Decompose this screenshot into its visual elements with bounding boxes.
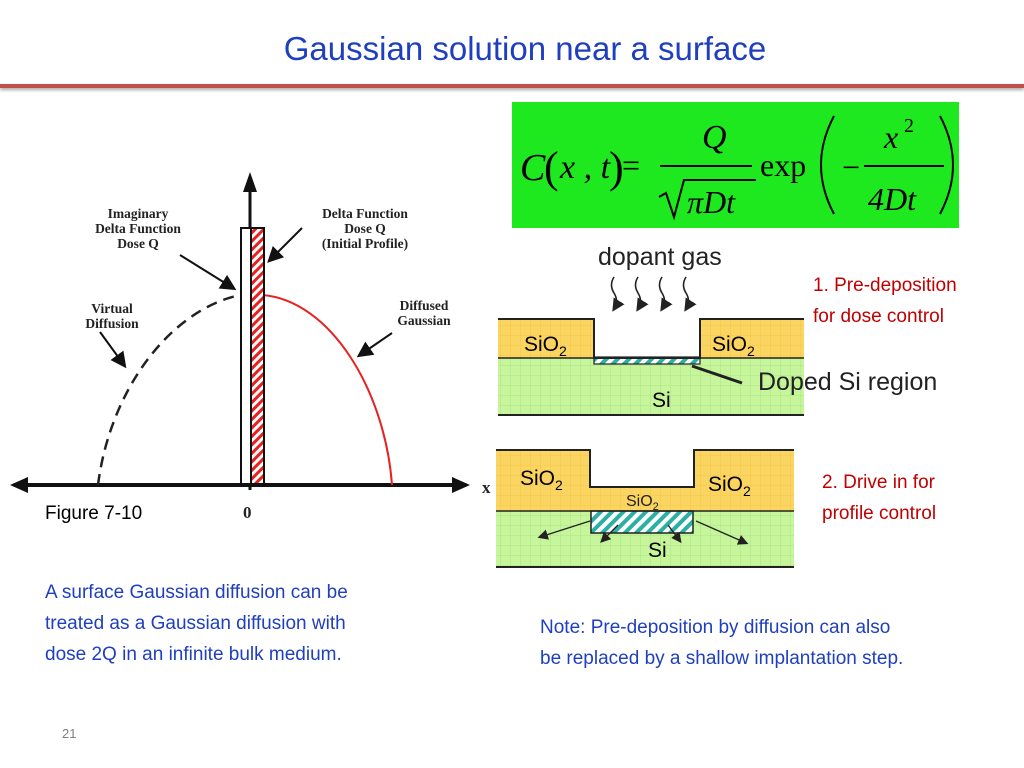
eq-args: x , t bbox=[559, 149, 612, 186]
sio2-left-2 bbox=[496, 450, 590, 511]
doped-region-pointer bbox=[691, 364, 743, 385]
sio2-label-thin-2: SiO2 bbox=[626, 493, 659, 513]
virtual-label-line1: Virtual bbox=[91, 301, 133, 316]
sio2-left-1 bbox=[498, 319, 594, 358]
virtual-diffusion-curve bbox=[96, 293, 241, 486]
gas-arrow-3 bbox=[658, 276, 673, 312]
sio2-thin-2 bbox=[590, 487, 694, 511]
doped-region-label: Doped Si region bbox=[758, 368, 937, 396]
diffusion-arrow-down-left bbox=[600, 524, 619, 543]
eq-exp: exp bbox=[760, 147, 806, 183]
diffused-gaussian-label: Diffused Gaussian bbox=[388, 298, 460, 328]
note-line2: be replaced by a shallow implantation st… bbox=[540, 648, 904, 669]
step1-line1: 1. Pre-deposition bbox=[813, 275, 957, 296]
imaginary-label-line2: Delta Function bbox=[95, 221, 181, 236]
origin-label: 0 bbox=[243, 503, 252, 522]
eq-big-rparen bbox=[939, 115, 954, 215]
eq-concentration-symbol: C bbox=[520, 147, 546, 189]
virtual-diffusion-label: Virtual Diffusion bbox=[70, 301, 154, 331]
drive-in-cross-section: SiO2 SiO2 SiO2 Si bbox=[496, 449, 794, 568]
imaginary-delta-bar bbox=[240, 227, 252, 485]
eq-inner-denominator: 4Dt bbox=[868, 181, 917, 217]
diffused-label-line2: Gaussian bbox=[397, 313, 451, 328]
figure-caption: Figure 7-10 bbox=[45, 503, 143, 524]
surface-text-line1: A surface Gaussian diffusion can be bbox=[45, 582, 348, 603]
si-label-1: Si bbox=[652, 389, 671, 412]
diffusion-arrow-left bbox=[537, 520, 591, 540]
doped-layer-2 bbox=[590, 510, 694, 534]
eq-big-lparen bbox=[820, 115, 835, 215]
dopant-gas-label: dopant gas bbox=[598, 243, 722, 271]
gas-arrow-1 bbox=[610, 276, 625, 312]
gas-arrow-4 bbox=[682, 276, 697, 312]
sio2-right-1 bbox=[700, 319, 804, 358]
delta-label-line2: Dose Q bbox=[344, 221, 386, 236]
eq-sqrt-sign bbox=[658, 179, 756, 221]
note-text: Note: Pre-deposition by diffusion can al… bbox=[540, 612, 903, 674]
si-substrate-1 bbox=[498, 358, 804, 415]
predeposition-cross-section: SiO2 SiO2 Si Doped Si region bbox=[498, 318, 937, 416]
eq-inner-exponent: 2 bbox=[904, 115, 914, 137]
si-label-2: Si bbox=[648, 539, 667, 562]
x-axis-left-arrowhead bbox=[10, 477, 28, 493]
page-number: 21 bbox=[62, 726, 77, 741]
eq-denominator: πDt bbox=[687, 184, 736, 220]
step1-text: 1. Pre-deposition for dose control bbox=[813, 270, 957, 332]
x-axis-label: x bbox=[482, 478, 491, 497]
imaginary-label-line1: Imaginary bbox=[107, 206, 169, 221]
virtual-label-line2: Diffusion bbox=[85, 316, 139, 331]
diffusion-arrow-right bbox=[695, 520, 749, 545]
surface-gaussian-text: A surface Gaussian diffusion can be trea… bbox=[45, 577, 348, 670]
virtual-arrow bbox=[99, 331, 127, 369]
sio2-right-2 bbox=[694, 450, 794, 511]
step1-line2: for dose control bbox=[813, 306, 944, 327]
note-line1: Note: Pre-deposition by diffusion can al… bbox=[540, 617, 891, 638]
delta-function-bar bbox=[250, 227, 265, 485]
gas-arrow-2 bbox=[634, 276, 649, 312]
x-axis-right-arrowhead bbox=[452, 477, 470, 493]
sio2-label-left-1: SiO2 bbox=[524, 333, 567, 359]
delta-arrow bbox=[267, 227, 303, 263]
delta-label-line3: (Initial Profile) bbox=[321, 236, 409, 251]
surface-text-line3: dose 2Q in an infinite bulk medium. bbox=[45, 644, 342, 665]
step2-line1: 2. Drive in for bbox=[822, 472, 935, 493]
delta-label-line1: Delta Function bbox=[322, 206, 408, 221]
sio2-label-right-2: SiO2 bbox=[708, 473, 751, 499]
process-cross-sections: dopant gas SiO2 SiO2 Si Doped Si region bbox=[496, 243, 937, 568]
imaginary-delta-label: Imaginary Delta Function Dose Q bbox=[78, 206, 198, 251]
step2-line2: profile control bbox=[822, 503, 937, 524]
figure-7-10-diagram: x 0 bbox=[10, 172, 491, 522]
y-axis-arrowhead bbox=[243, 172, 257, 192]
imaginary-label-line3: Dose Q bbox=[117, 236, 159, 251]
gaussian-equation: C ( x , t ) = Q πDt exp − x 2 4Dt bbox=[520, 115, 954, 221]
step2-text: 2. Drive in for profile control bbox=[822, 467, 936, 529]
eq-lparen: ( bbox=[544, 143, 559, 192]
dopant-gas-arrows bbox=[610, 276, 697, 312]
diffused-gaussian-curve bbox=[261, 294, 393, 486]
diffused-arrow bbox=[356, 332, 393, 358]
eq-minus: − bbox=[842, 149, 860, 185]
delta-function-label: Delta Function Dose Q (Initial Profile) bbox=[300, 206, 430, 251]
eq-rparen: ) bbox=[609, 143, 624, 192]
sio2-label-right-1: SiO2 bbox=[712, 333, 755, 359]
sio2-label-left-2: SiO2 bbox=[520, 467, 563, 493]
title-divider bbox=[0, 84, 1024, 88]
imaginary-arrow bbox=[179, 254, 237, 291]
eq-equals: = bbox=[622, 147, 640, 183]
surface-text-line2: treated as a Gaussian diffusion with bbox=[45, 613, 346, 634]
diffused-label-line1: Diffused bbox=[399, 298, 449, 313]
surface-outline-1 bbox=[498, 318, 804, 359]
diffusion-arrows bbox=[537, 520, 749, 545]
eq-numerator: Q bbox=[702, 119, 727, 156]
equation-box: C ( x , t ) = Q πDt exp − x 2 4Dt bbox=[512, 102, 959, 228]
surface-outline-2 bbox=[496, 449, 794, 488]
page-title: Gaussian solution near a surface bbox=[283, 30, 767, 67]
diffusion-arrow-down-right bbox=[667, 524, 682, 544]
eq-inner-numerator: x bbox=[883, 119, 898, 155]
